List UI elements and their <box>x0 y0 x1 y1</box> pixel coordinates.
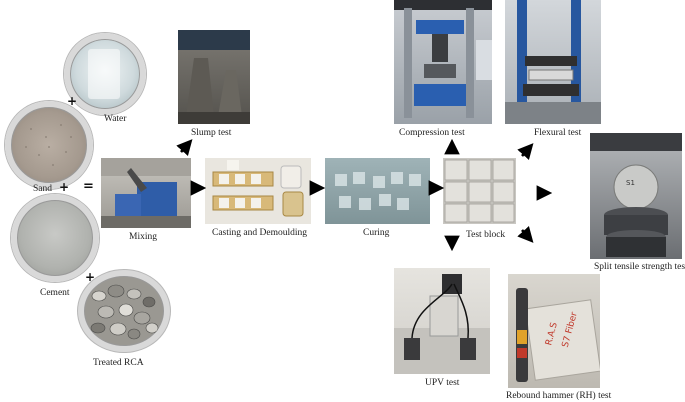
rebound-hammer-photo: R.A.S S7 Fiber <box>508 274 600 388</box>
upv-test-label: UPV test <box>425 378 460 388</box>
upv-test-photo <box>394 268 490 374</box>
casting-photo <box>205 158 311 224</box>
test-block-photo <box>443 158 516 224</box>
rebound-hammer-label: Rebound hammer (RH) test <box>506 391 612 401</box>
flexural-test-label: Flexural test <box>534 128 582 138</box>
plus-sign-water: + <box>67 94 78 108</box>
water-label: Water <box>104 114 127 124</box>
arrow-to-rebound <box>517 226 534 243</box>
curing-photo <box>325 158 430 224</box>
split-tensile-photo: S1 <box>590 133 682 259</box>
compression-test-label: Compression test <box>399 128 465 138</box>
test-block-label: Test block <box>466 230 506 240</box>
compression-test-photo <box>394 0 492 124</box>
arrow-mixing-to-slump <box>176 139 193 156</box>
treated-rca-label: Treated RCA <box>93 358 144 368</box>
plus-sign-cement: + <box>85 270 96 284</box>
flexural-test-photo <box>505 0 601 124</box>
casting-label: Casting and Demoulding <box>212 228 307 238</box>
water-photo <box>64 33 146 115</box>
cement-photo <box>11 194 99 282</box>
mixing-label: Mixing <box>129 232 157 242</box>
sand-label: Sand <box>33 184 52 194</box>
cement-label: Cement <box>40 288 70 298</box>
mixing-photo <box>101 158 191 228</box>
plus-sign-sand: + <box>59 180 70 194</box>
curing-label: Curing <box>363 228 390 238</box>
svg-text:S1: S1 <box>626 179 635 187</box>
slump-test-photo <box>178 30 250 124</box>
equals-sign: = <box>83 179 94 194</box>
arrow-to-flexural <box>517 143 534 160</box>
slump-test-label: Slump test <box>191 128 232 138</box>
split-tensile-label: Split tensile strength test <box>594 262 685 272</box>
treated-rca-photo <box>78 270 170 352</box>
sand-photo <box>5 101 93 189</box>
